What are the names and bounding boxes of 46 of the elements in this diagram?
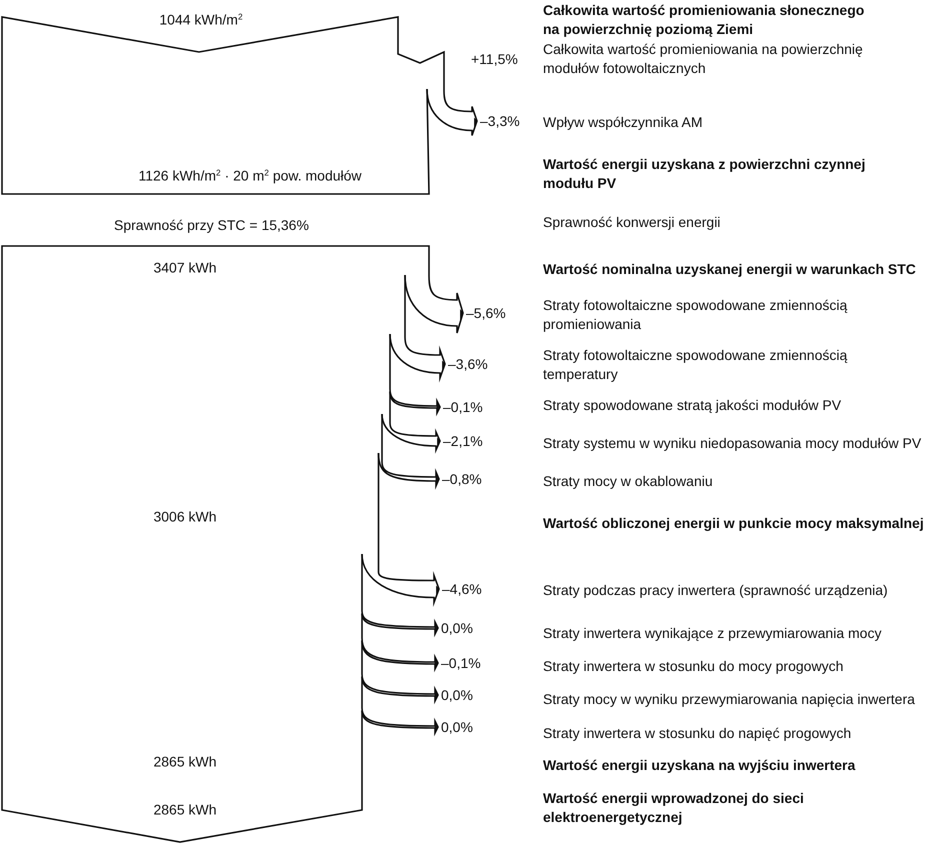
stage-heading: Wartość energii uzyskana na wyjściu inwertera xyxy=(543,756,856,775)
loss-arrow xyxy=(404,274,464,334)
stage-heading: Wartość energii wprowadzonej do sieci elektroenergetycznej xyxy=(543,789,805,827)
loss-percentage: 0,0% xyxy=(441,618,473,638)
loss-percentage: –0,8% xyxy=(442,470,482,488)
gain-percentage: +11,5% xyxy=(471,50,518,69)
loss-percentage: –4,6% xyxy=(442,580,482,598)
loss-arrow xyxy=(389,388,441,414)
loss-description: Wpływ współczynnika AM xyxy=(543,113,702,132)
loss-arrow xyxy=(361,708,439,734)
loss-percentage: 0,0% xyxy=(441,686,473,704)
loss-arrow xyxy=(361,610,439,635)
loss-description: Straty mocy w wyniku przewymiarowania napięcia inwertera xyxy=(543,690,915,709)
loss-percentage: –0,1% xyxy=(443,398,483,416)
loss-description: Straty inwertera w stosunku do mocy progowych xyxy=(543,657,844,676)
loss-percentage: 0,0% xyxy=(441,718,473,736)
efficiency-note: Sprawność przy STC = 15,36% xyxy=(114,216,309,235)
loss-description: Straty inwertera wynikające z przewymiarowania mocy xyxy=(543,624,882,643)
energy-value: 1126 kWh/m$^{2}$ · 20 m$^{2}$ pow. modułów xyxy=(138,166,362,186)
stage-heading: Wartość energii uzyskana z powierzchni czynnej modułu PV xyxy=(543,155,866,193)
loss-description: Straty podczas pracy inwertera (sprawność urządzenia) xyxy=(543,581,888,600)
loss-percentage: –0,1% xyxy=(441,654,481,672)
energy-value: 1044 kWh/m$^{2}$ xyxy=(159,10,243,30)
stage-heading: Wartość nominalna uzyskanej energii w warunkach STC xyxy=(543,260,916,279)
loss-percentage: –5,6% xyxy=(466,304,506,322)
loss-arrow xyxy=(361,638,439,670)
stage-heading: Całkowita wartość promieniowania słonecznego na powierzchnię poziomą Ziemi xyxy=(543,1,866,39)
loss-description: Straty fotowoltaiczne spowodowane zmiennością promieniowania xyxy=(543,296,848,334)
energy-value: 3407 kWh xyxy=(153,258,217,278)
flow-band xyxy=(2,246,429,842)
loss-description: Straty fotowoltaiczne spowodowane zmiennością temperatury xyxy=(543,346,848,384)
loss-arrow xyxy=(426,88,478,136)
loss-description: Straty spowodowane stratą jakości modułów PV xyxy=(543,396,842,415)
energy-value: 2865 kWh xyxy=(153,800,217,820)
loss-percentage: –2,1% xyxy=(443,432,483,450)
loss-description: Straty mocy w okablowaniu xyxy=(543,472,713,491)
loss-percentage: –3,6% xyxy=(448,354,488,374)
stage-description: Sprawność konwersji energii xyxy=(543,213,720,232)
energy-value: 3006 kWh xyxy=(153,508,217,526)
stage-heading: Wartość obliczonej energii w punkcie mocy maksymalnej xyxy=(543,514,924,533)
stage-description: Całkowita wartość promieniowania na powierzchnię modułów fotowoltaicznych xyxy=(543,40,864,78)
loss-description: Straty systemu w wyniku niedopasowania mocy modułów PV xyxy=(543,434,922,453)
energy-value: 2865 kWh xyxy=(153,752,217,772)
loss-arrow xyxy=(361,674,439,702)
loss-percentage: –3,3% xyxy=(480,112,520,130)
loss-description: Straty inwertera w stosunku do napięć progowych xyxy=(543,724,852,743)
